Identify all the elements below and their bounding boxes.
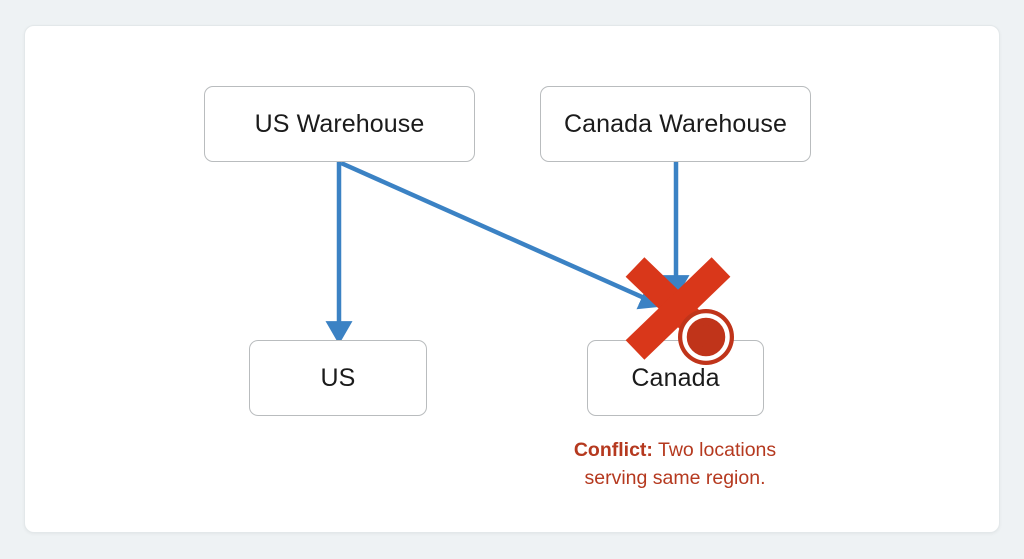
node-canada[interactable]: Canada [587,340,764,416]
conflict-marker [618,255,740,370]
node-us-warehouse[interactable]: US Warehouse [204,86,475,162]
conflict-caption-rest: Two locations [652,439,777,461]
conflict-caption: Conflict: Two locations serving same reg… [510,436,840,492]
node-us[interactable]: US [249,340,427,416]
node-label: Canada Warehouse [563,109,788,138]
node-label: US [320,363,356,392]
conflict-caption-line2: serving same region. [584,467,766,489]
node-label: Canada [631,363,720,392]
node-label: US Warehouse [254,109,425,138]
conflict-caption-strong: Conflict: [573,439,653,461]
warning-exclamation-icon [678,309,734,365]
edge-us-warehouse-to-canada [340,160,664,310]
node-canada-warehouse[interactable]: Canada Warehouse [540,86,811,162]
